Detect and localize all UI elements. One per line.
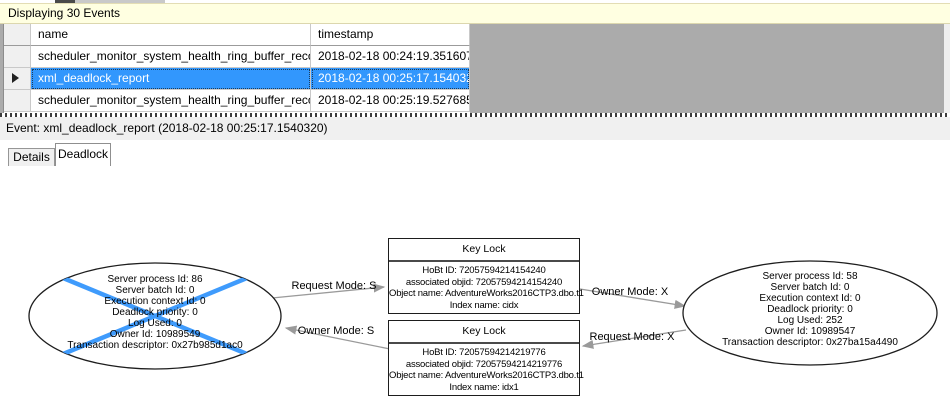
column-header-name[interactable]: name xyxy=(31,24,311,46)
events-count-label: Displaying 30 Events xyxy=(8,6,121,20)
row-selector-cell[interactable] xyxy=(4,90,31,112)
splitter-handle[interactable] xyxy=(0,113,950,117)
edge-label-owner-s: Owner Mode: S xyxy=(297,325,375,337)
cell-timestamp[interactable]: 2018-02-18 00:24:19.3516078 xyxy=(311,46,470,68)
lock-type-label: Key Lock xyxy=(389,239,579,262)
row-selector-cell[interactable] xyxy=(4,46,31,68)
key-lock-node-bottom: Key Lock HoBt ID: 72057594214219776 asso… xyxy=(388,320,584,396)
edge-label-request-x: Request Mode: X xyxy=(589,331,675,343)
grid-header-row: name timestamp xyxy=(4,24,470,46)
process-info: Server process Id: 58 Server batch Id: 0… xyxy=(722,271,898,348)
clipped-toolbar-fragment xyxy=(75,0,165,3)
edge-label-request-s: Request Mode: S xyxy=(291,280,377,292)
grid-right-margin xyxy=(944,24,950,113)
clipped-toolbar-sliver xyxy=(0,0,950,3)
edge-label-owner-x: Owner Mode: X xyxy=(591,286,669,298)
clipped-toolbar-fragment xyxy=(55,0,75,3)
detail-tabs: Details Deadlock xyxy=(0,140,950,166)
column-header-timestamp[interactable]: timestamp xyxy=(311,24,470,46)
selected-event-bar: Event: xml_deadlock_report (2018-02-18 0… xyxy=(0,117,950,140)
lock-info: HoBt ID: 72057594214154240 associated ob… xyxy=(389,265,584,311)
events-count-bar: Displaying 30 Events xyxy=(0,3,950,24)
selected-event-label: Event: xml_deadlock_report (2018-02-18 0… xyxy=(6,121,328,135)
lock-type-label: Key Lock xyxy=(389,321,579,344)
cell-name[interactable]: scheduler_monitor_system_health_ring_buf… xyxy=(31,90,311,112)
lock-info: HoBt ID: 72057594214219776 associated ob… xyxy=(389,347,584,393)
key-lock-node-top: Key Lock HoBt ID: 72057594214154240 asso… xyxy=(388,238,584,314)
cell-timestamp[interactable]: 2018-02-18 00:25:17.1540320 xyxy=(311,68,470,90)
cell-timestamp[interactable]: 2018-02-18 00:25:19.5276859 xyxy=(311,90,470,112)
row-selector-cell[interactable] xyxy=(4,68,31,90)
events-grid: name timestamp scheduler_monitor_system_… xyxy=(3,24,470,113)
table-row-selected[interactable]: xml_deadlock_report 2018-02-18 00:25:17.… xyxy=(4,68,470,90)
tab-deadlock[interactable]: Deadlock xyxy=(55,143,111,166)
victim-process-info: Server process Id: 86 Server batch Id: 0… xyxy=(67,274,243,351)
table-row[interactable]: scheduler_monitor_system_health_ring_buf… xyxy=(4,90,470,112)
tab-details[interactable]: Details xyxy=(8,148,55,166)
grid-corner-cell xyxy=(4,24,31,46)
cell-name[interactable]: scheduler_monitor_system_health_ring_buf… xyxy=(31,46,311,68)
current-row-arrow-icon xyxy=(12,73,19,83)
events-grid-zone: name timestamp scheduler_monitor_system_… xyxy=(0,24,950,113)
cell-name[interactable]: xml_deadlock_report xyxy=(31,68,311,90)
table-row[interactable]: scheduler_monitor_system_health_ring_buf… xyxy=(4,46,470,68)
